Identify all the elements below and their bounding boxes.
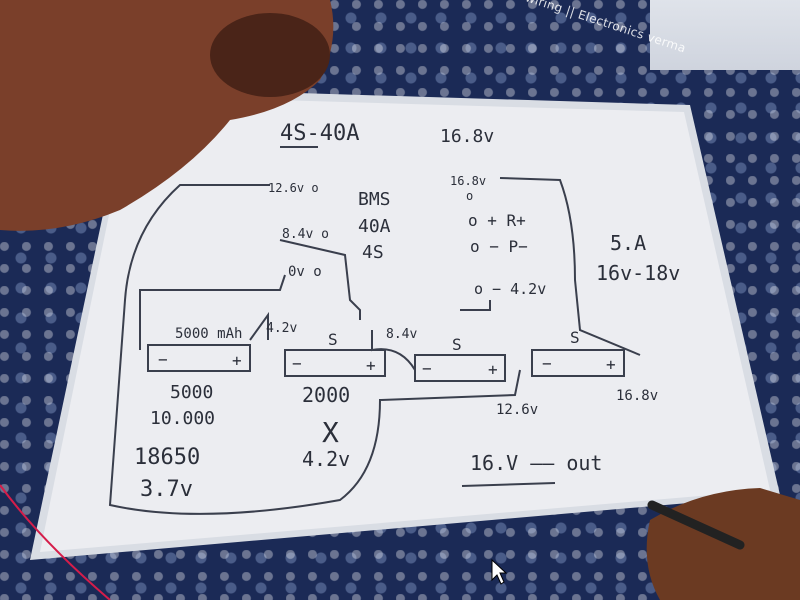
note-18650: 18650 [134, 445, 200, 470]
note-x-mark: X [322, 416, 339, 449]
tap-0v: 0v o [288, 264, 322, 280]
cell-3-minus: − [422, 359, 432, 378]
cell-1-minus: − [158, 350, 168, 369]
spec-range: 16v-18v [596, 261, 680, 285]
label-16-8v: 16.8v [616, 388, 658, 404]
red-cable [0, 484, 111, 600]
wall-background [650, 0, 800, 70]
bms-label: BMS [358, 189, 391, 210]
whiteboard-surface [40, 98, 770, 552]
terminal-dot: o [466, 189, 473, 203]
terminal-16-8v: 16.8v [450, 174, 486, 188]
title-voltage: 16.8v [440, 126, 494, 147]
cell-1: − + 5000 mAh [147, 326, 251, 372]
note-4-2v: 4.2v [302, 447, 350, 471]
note-10000: 10.000 [150, 408, 215, 429]
terminal-p-minus: o − P− [470, 237, 528, 256]
bms-current: 40A [358, 216, 391, 237]
fingertip [210, 13, 330, 97]
cell-2-plus: + [366, 356, 376, 375]
terminal-r-plus: o + R+ [468, 211, 526, 230]
note-5000: 5000 [170, 382, 213, 403]
cell-2-minus: − [292, 354, 302, 373]
cell-3-plus: + [488, 360, 498, 379]
cell-3: − + S [414, 335, 506, 382]
output-label: 16.V —— out [470, 451, 602, 475]
diagram-title: 4S-40A [280, 121, 359, 146]
pen [647, 500, 745, 550]
cell-3-top-label: S [452, 335, 462, 354]
cell-4-minus: − [542, 354, 552, 373]
hand-right [646, 488, 800, 600]
cell-4: − + S [531, 328, 625, 377]
spec-current: 5.A [610, 231, 646, 255]
terminal-4-2v: o − 4.2v [474, 280, 546, 298]
cell-2: − + S [284, 330, 386, 377]
cell-4-top-label: S [570, 328, 580, 347]
label-4-2v: 4.2v [266, 321, 297, 336]
tap-8-4v: 8.4v o [282, 227, 329, 242]
cell-1-top-label: 5000 mAh [175, 326, 242, 342]
wiring [108, 177, 641, 515]
tap-12-6v: 12.6v o [268, 181, 319, 195]
note-3-7v: 3.7v [140, 477, 193, 502]
cell-1-plus: + [232, 351, 242, 370]
mouse-cursor-icon [491, 558, 508, 585]
cell-2-top-label: S [328, 330, 338, 349]
label-8-4v: 8.4v [386, 327, 417, 342]
label-12-6v: 12.6v [496, 402, 538, 418]
note-2000: 2000 [302, 383, 350, 407]
cell-4-plus: + [606, 355, 616, 374]
bms-series: 4S [362, 242, 384, 263]
